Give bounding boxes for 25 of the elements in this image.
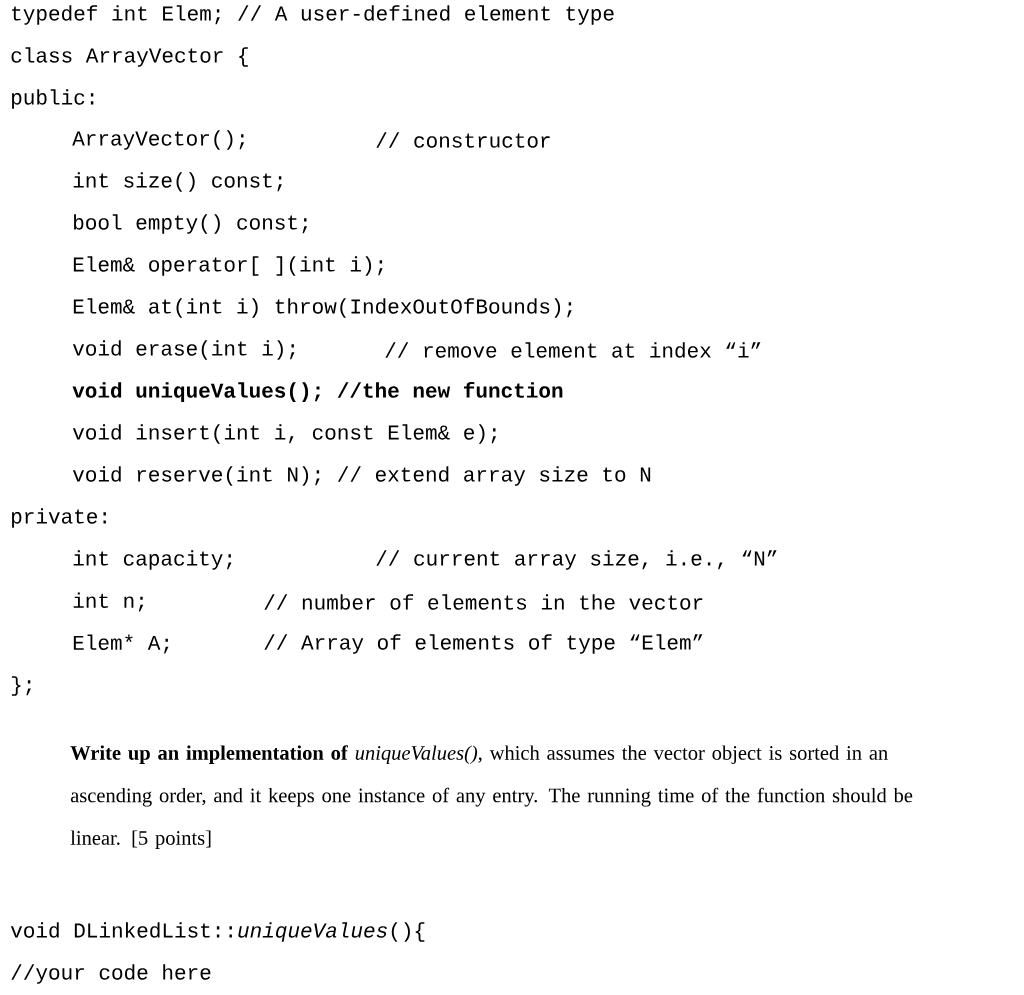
code-line: ArrayVector();: [72, 130, 245, 150]
code-line: int capacity;: [73, 550, 232, 570]
code-line: int size() const;: [73, 172, 282, 192]
code-line: void DLinkedList::uniqueValues(){: [10, 922, 425, 942]
code-comment: // remove element at index “i”: [385, 342, 761, 358]
code-comment: // current array size, i.e., “N”: [376, 550, 777, 570]
code-line: void reserve(int N); // extend array size to N: [72, 466, 651, 486]
code-line: void insert(int i, const Elem& e);: [72, 424, 497, 444]
code-line: };: [11, 676, 31, 696]
question-text: Write up an implementation of uniqueValues(), which assumes the vector object is sorted in an ascending order, and it keeps one instance of any entry. The running time of the function should be linear. [5 points]: [70, 745, 913, 849]
code-comment: // Array of elements of type “Elem”: [264, 634, 703, 654]
code-line: typedef int Elem; // A user-defined element type: [12, 5, 614, 25]
code-line: void erase(int i);: [72, 340, 295, 360]
code-line: public:: [12, 89, 94, 109]
code-line: void uniqueValues(); //the new function: [72, 382, 563, 402]
code-line: //your code here: [11, 964, 211, 984]
code-line: bool empty() const;: [74, 214, 308, 234]
code-line: Elem& operator[ ](int i);: [73, 256, 383, 276]
code-line: Elem* A;: [73, 634, 169, 654]
code-line: Elem& at(int i) throw(IndexOutOfBounds);: [73, 298, 572, 318]
code-line: int n;: [73, 592, 144, 612]
code-line: private:: [12, 508, 106, 528]
code-comment: // number of elements in the vector: [264, 594, 703, 610]
code-line: class ArrayVector {: [11, 47, 248, 67]
code-comment: // constructor: [376, 132, 550, 148]
